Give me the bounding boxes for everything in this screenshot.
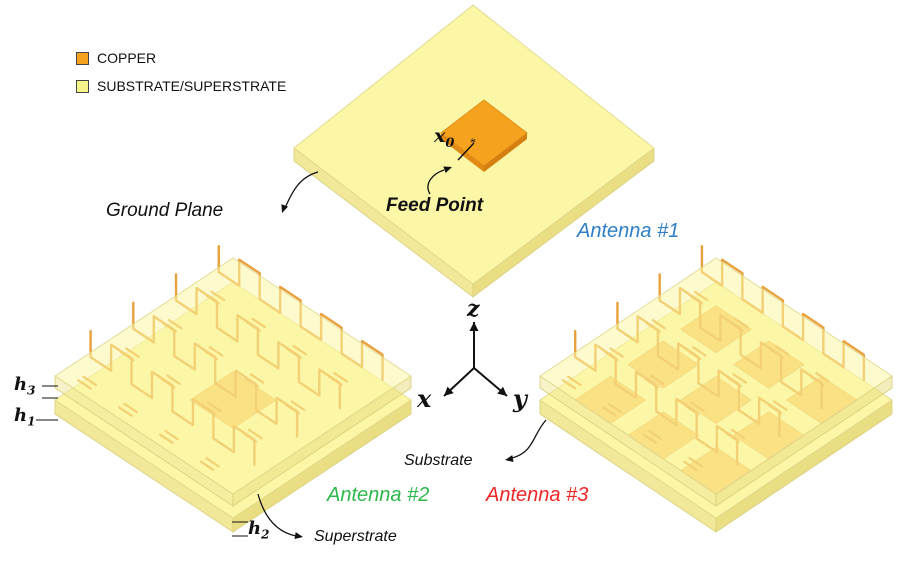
h1-label: h1: [14, 405, 36, 429]
ground-plane-arrow: [283, 171, 319, 211]
substrate-arrow: [511, 419, 547, 459]
coordinate-axes: [443, 322, 508, 397]
superstrate-label: Superstrate: [314, 528, 397, 545]
x0-label: x0: [434, 125, 455, 151]
legend-substrate: SUBSTRATE/SUPERSTRATE: [76, 78, 286, 94]
ground-plane-label: Ground Plane: [106, 200, 224, 221]
superstrate-arrow: [257, 493, 297, 537]
x-axis-arrow-head: [444, 386, 454, 396]
antenna-3-label: Antenna #3: [486, 484, 589, 506]
feed-star: *: [470, 135, 476, 149]
antenna-3-model: [539, 244, 893, 533]
ground-plane-arrow-head: [281, 204, 289, 213]
legend-copper: COPPER: [76, 50, 156, 66]
z-axis-arrow-head: [469, 322, 479, 331]
feed-point-arrow: [427, 169, 445, 195]
callout-arrows: [36, 166, 547, 540]
legend-copper-label: COPPER: [97, 50, 157, 66]
antenna-1-model: *: [293, 4, 655, 298]
copper-patch-side: [441, 133, 484, 172]
axis-x-label: x: [417, 384, 432, 413]
antenna-2-label: Antenna #2: [327, 484, 430, 506]
feed-point-arrow-head: [443, 166, 452, 174]
copper-swatch: [76, 51, 89, 65]
feed-point-label: Feed Point: [386, 195, 484, 216]
antenna-2-superstrate-top: [54, 257, 412, 495]
h2-label: h2: [248, 518, 270, 542]
substrate-arrow-head: [505, 455, 514, 463]
substrate-label: Substrate: [404, 452, 473, 469]
legend-substrate-label: SUBSTRATE/SUPERSTRATE: [97, 78, 287, 94]
antenna-1-label: Antenna #1: [577, 220, 680, 242]
substrate-swatch: [76, 79, 89, 93]
antenna-2-model: [54, 244, 412, 533]
y-axis-arrow-head: [497, 386, 507, 396]
antenna-3-superstrate-top: [539, 257, 893, 495]
axis-y-label: y: [513, 384, 527, 413]
copper-patch-side-right: [484, 133, 527, 172]
x0-dimension-line: [457, 142, 475, 161]
h3-label: h3: [14, 374, 36, 398]
superstrate-arrow-head: [294, 532, 303, 540]
axis-z-label: z: [467, 296, 480, 322]
